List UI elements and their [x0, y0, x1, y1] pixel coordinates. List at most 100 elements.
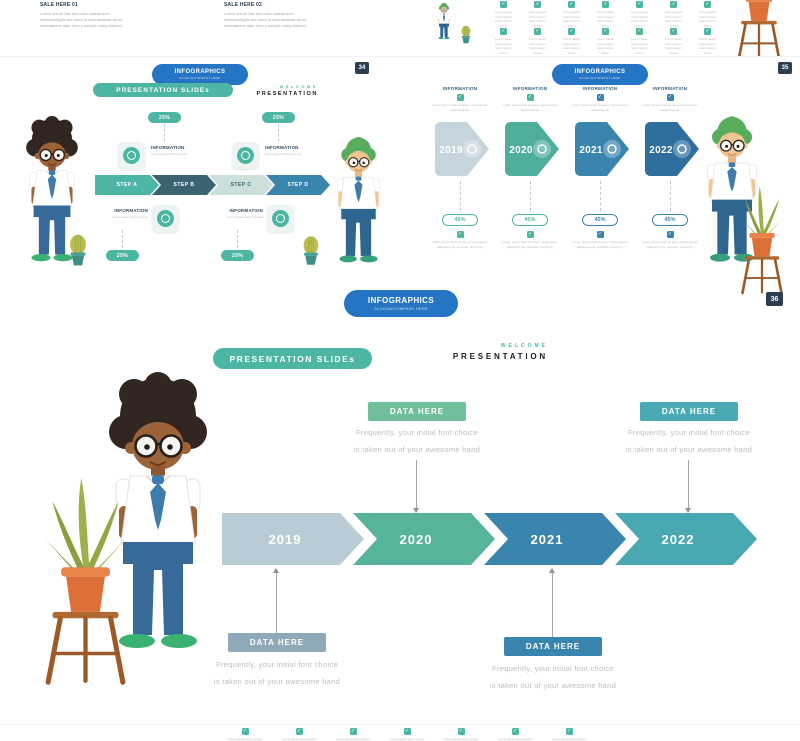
step-arrow: STEP B — [152, 175, 216, 195]
checklist-caption: Lorem ipsum lorem ipsum lorem ipsum lore… — [494, 10, 513, 28]
info-caption: Lorem ipsum dolor sit amet, consectetuer… — [432, 240, 488, 249]
check-icon: ✓ — [349, 728, 357, 735]
checklist-row: ✓ Lorem ipsum lorem ipsum lorem ipsum lor… — [492, 1, 719, 28]
info-label: INFORMATION — [442, 86, 478, 91]
welcome-big: PRESENTATION — [256, 91, 318, 97]
dotted-connector — [529, 181, 531, 211]
slide-35: 35 INFOGRAPHICS SLOGAN/COMPANY HERE INFO… — [400, 58, 800, 322]
check-icon: ✓ — [526, 94, 534, 101]
check-icon: ✓ — [602, 28, 609, 35]
cactus-plant-icon — [303, 235, 319, 266]
callout-connector — [552, 573, 553, 637]
callout-caption: Frequently, your initial font choice is … — [473, 660, 633, 694]
year-icon-circle — [673, 140, 691, 158]
check-icon: ✓ — [403, 728, 411, 735]
checklist-item: ✓Lorem ipsum lorem ipsum lorem ipsum lor… — [526, 1, 549, 28]
info-caption: Lorem ipsum dolor sit amet, consectetuer… — [642, 240, 698, 249]
sale-block-title: SALE HERE 01 — [40, 2, 78, 8]
year-label: 2021 — [579, 145, 603, 156]
timeline-year-arrow: 2022 — [615, 513, 757, 565]
presentation-slide-pill: PRESENTATION SLIDEs — [93, 83, 233, 97]
check-icon: ✓ — [666, 231, 674, 238]
check-icon: ✓ — [704, 1, 711, 8]
info-caption: Lorem ipsum dolor sit amet — [151, 152, 188, 156]
checklist-caption: Lorem ipsum lorem ipsum — [227, 737, 263, 741]
checklist-item: ✓ Lorem ipsum lorem ipsum lorem ipsum lor… — [628, 28, 651, 55]
callout-caption: Frequently, your initial font choice is … — [609, 424, 769, 458]
infographics-title: INFOGRAPHICS — [574, 69, 626, 75]
data-here-badge: DATA HERE — [640, 402, 738, 421]
percent-pill: 45% — [652, 214, 688, 226]
checklist-caption: Lorem ipsum lorem ipsum lorem ipsum lore… — [698, 37, 717, 55]
info-caption: Lorem ipsum dolor sit amet, consectetuer… — [642, 103, 698, 112]
callout-connector — [276, 573, 277, 633]
dotted-connector — [669, 181, 671, 211]
checklist-item: ✓Lorem ipsum lorem ipsum — [550, 728, 588, 741]
caption-line: Frequently, your initial font choice — [356, 428, 478, 437]
steps-arrow-bar: STEP A STEP B STEP C STEP D — [95, 175, 330, 195]
infographics-subtitle: SLOGAN/COMPANY HERE — [179, 76, 221, 80]
year-column: INFORMATION ✓ Lorem ipsum dolor sit amet… — [497, 86, 563, 253]
year-arrow-bg — [435, 122, 489, 176]
year-column: INFORMATION ✓ Lorem ipsum dolor sit amet… — [567, 86, 633, 253]
checklist-caption: Lorem ipsum lorem ipsum lorem ipsum lore… — [596, 10, 615, 28]
check-icon: ✓ — [568, 1, 575, 8]
slide-number-badge: 35 — [778, 62, 792, 74]
cactus-plant-icon — [69, 234, 87, 266]
data-here-badge: DATA HERE — [228, 633, 326, 652]
character-green-kid-icon — [437, 2, 451, 40]
checklist-caption: Lorem ipsum lorem ipsum lorem ipsum lore… — [494, 37, 513, 55]
caption-line: Frequently, your initial font choice — [628, 428, 750, 437]
infographics-title: INFOGRAPHICS — [367, 296, 435, 305]
checklist-caption: Lorem ipsum lorem ipsum lorem ipsum lore… — [630, 10, 649, 28]
checklist-caption: Lorem ipsum lorem ipsum — [443, 737, 479, 741]
check-icon: ✓ — [602, 1, 609, 8]
presentation-slide-pill: PRESENTATION SLIDEs — [213, 348, 372, 369]
percent-pill: 25% — [148, 112, 181, 123]
slide-34: 34 INFOGRAPHICS SLOGAN/COMPANY HERE PRES… — [0, 58, 400, 322]
checklist-item: ✓Lorem ipsum lorem ipsum — [496, 728, 534, 741]
caption-line: Frequently, your initial font choice — [492, 664, 614, 673]
info-label: INFORMATION — [114, 208, 148, 213]
check-icon: ✓ — [670, 28, 677, 35]
infographics-subtitle: SLOGAN/COMPANY HERE — [374, 306, 428, 311]
checklist-item: ✓Lorem ipsum lorem ipsum lorem ipsum lor… — [560, 28, 583, 55]
info-label: INFORMATION — [652, 86, 688, 91]
caption-line: Frequently, your initial font choice — [216, 660, 338, 669]
check-icon: ✓ — [457, 728, 465, 735]
info-label: INFORMATION — [582, 86, 618, 91]
checklist-caption: Lorem ipsum lorem ipsum lorem ipsum lore… — [528, 37, 547, 55]
checklist-item: ✓Lorem ipsum lorem ipsum — [334, 728, 372, 741]
infographics-title: INFOGRAPHICS — [174, 69, 226, 75]
welcome-block: WELCOME PRESENTATION — [236, 84, 318, 97]
checklist-caption: Lorem ipsum lorem ipsum — [389, 737, 425, 741]
sale-block-body: Lorem ipsum has two main statistical in … — [224, 11, 308, 29]
dotted-connector — [237, 230, 238, 248]
checklist-caption: Lorem ipsum lorem ipsum lorem ipsum lore… — [630, 37, 649, 55]
percent-pill: 45% — [442, 214, 478, 226]
info-caption: Lorem ipsum dolor sit amet, consectetuer… — [572, 240, 628, 249]
checklist-item: ✓Lorem ipsum lorem ipsum lorem ipsum lor… — [696, 28, 719, 55]
percent-pill: 45% — [582, 214, 618, 226]
info-block: INFORMATION Lorem ipsum dolor sit amet — [151, 145, 205, 157]
check-icon: ✓ — [596, 94, 604, 101]
target-icon — [237, 147, 254, 164]
year-icon-circle — [463, 140, 481, 158]
callout-caption: Frequently, your initial font choice is … — [197, 656, 357, 690]
data-here-badge: DATA HERE — [368, 402, 466, 421]
timeline-year-arrow: 2021 — [484, 513, 626, 565]
percent-pill: 25% — [221, 250, 254, 261]
check-icon: ✓ — [636, 28, 643, 35]
checklist-caption: Lorem ipsum lorem ipsum lorem ipsum lore… — [664, 37, 683, 55]
year-arrow-bg — [505, 122, 559, 176]
info-label: INFORMATION — [512, 86, 548, 91]
info-icon-card — [152, 205, 179, 232]
potted-plant-on-stool — [739, 185, 785, 295]
dotted-connector — [278, 124, 279, 141]
check-icon: ✓ — [500, 1, 507, 8]
caption-line: is taken out of your awesome hand — [353, 445, 481, 454]
checklist-row: ✓ Lorem ipsum lorem ipsum lorem ipsum lor… — [492, 28, 719, 55]
callout-connector — [416, 460, 417, 508]
year-arrow-shape: 2021 — [575, 122, 629, 176]
